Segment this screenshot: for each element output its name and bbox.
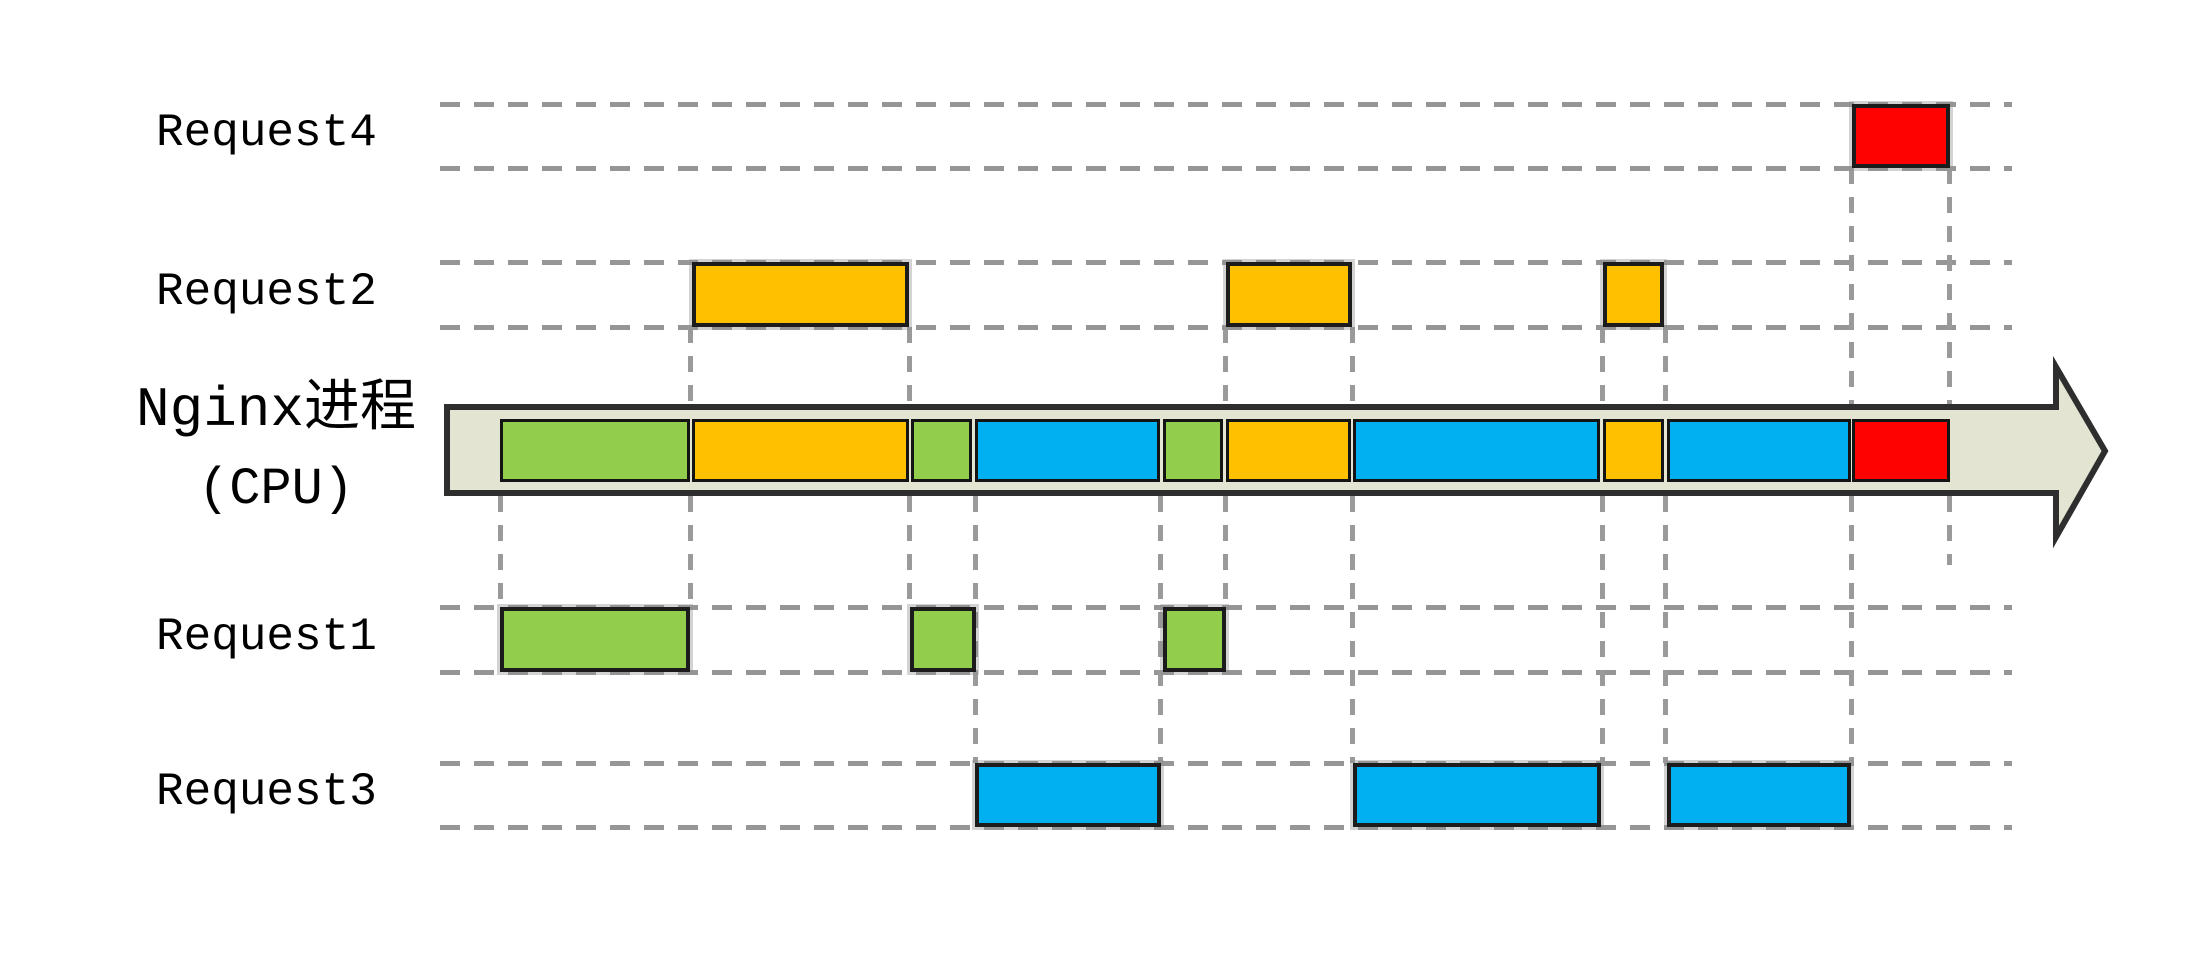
grid-vline — [1947, 496, 1952, 565]
cpu-segment-orange — [692, 419, 909, 482]
request1-block-green — [1163, 607, 1226, 672]
cpu-segment-green — [1163, 419, 1223, 482]
request3-block-blue — [1667, 763, 1851, 827]
cpu-segment-green — [500, 419, 690, 482]
label-nginx-process: Nginx进程 (CPU) — [100, 370, 452, 530]
grid-vline — [1600, 496, 1605, 763]
label-request4: Request4 — [156, 107, 377, 159]
grid-vline — [1350, 496, 1355, 763]
request4-block-red — [1852, 104, 1950, 168]
cpu-segment-green — [911, 419, 972, 482]
grid-vline — [907, 327, 912, 404]
grid-vline — [688, 327, 693, 404]
label-request2: Request2 — [156, 265, 377, 318]
grid-hline-request1 — [440, 605, 2012, 610]
grid-vline — [498, 496, 503, 607]
grid-vline — [1223, 496, 1228, 607]
cpu-segment-blue — [1353, 419, 1600, 482]
request3-block-blue — [1353, 763, 1601, 827]
grid-hline-request4 — [440, 166, 2012, 171]
request2-block-orange — [692, 262, 909, 327]
grid-vline — [1158, 496, 1163, 763]
request2-block-orange — [1226, 262, 1352, 327]
grid-vline — [1947, 168, 1952, 404]
grid-hline-request1 — [440, 670, 2012, 675]
grid-vline — [1600, 327, 1605, 404]
grid-vline — [907, 496, 912, 607]
cpu-segment-orange — [1226, 419, 1351, 482]
grid-vline — [1663, 496, 1668, 763]
label-request1: Request1 — [156, 610, 377, 663]
cpu-label-line1: Nginx进程 — [135, 378, 417, 442]
label-request3: Request3 — [156, 766, 377, 818]
cpu-label-line2: (CPU) — [197, 460, 355, 519]
cpu-segment-blue — [975, 419, 1160, 482]
request3-block-blue — [975, 763, 1161, 827]
grid-hline-request3 — [440, 761, 2012, 766]
grid-vline — [688, 496, 693, 607]
grid-vline — [1663, 327, 1668, 404]
grid-vline — [1849, 168, 1854, 404]
grid-vline — [1350, 327, 1355, 404]
request1-block-green — [500, 607, 690, 672]
grid-vline — [1849, 496, 1854, 763]
cpu-segment-blue — [1667, 419, 1851, 482]
grid-hline-request3 — [440, 825, 2012, 830]
cpu-segment-red — [1852, 419, 1950, 482]
grid-vline — [1223, 327, 1228, 404]
cpu-segment-orange — [1603, 419, 1664, 482]
grid-hline-request4 — [440, 102, 2012, 107]
request1-block-green — [910, 607, 976, 672]
request2-block-orange — [1603, 262, 1664, 327]
